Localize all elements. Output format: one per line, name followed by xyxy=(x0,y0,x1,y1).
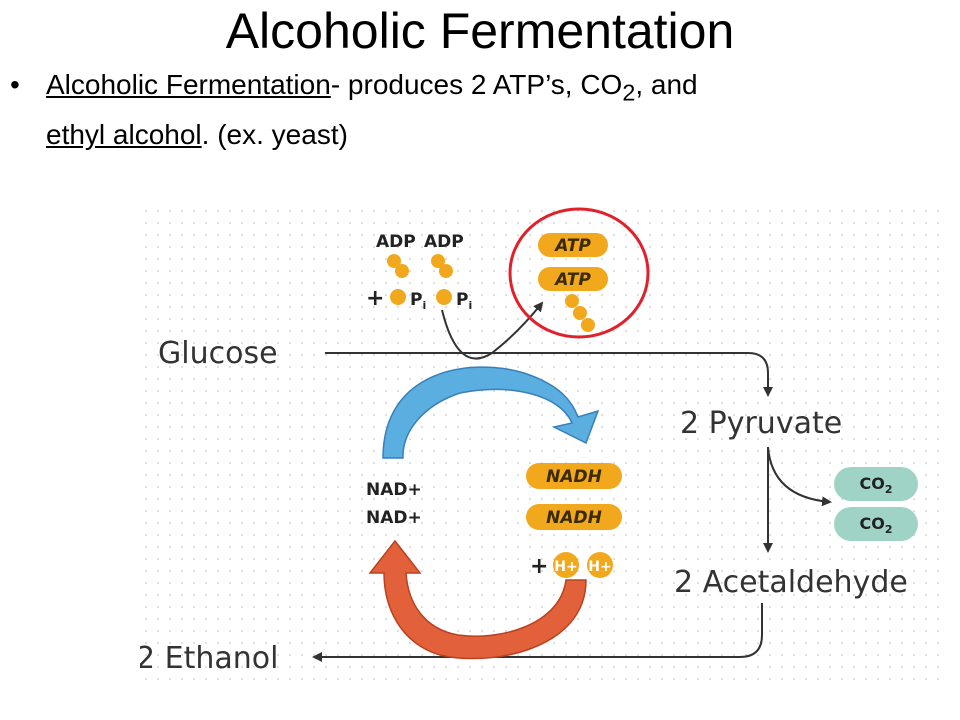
atp-label-2: ATP xyxy=(553,270,591,290)
ethanol-label: 2 Ethanol xyxy=(140,641,278,676)
atp-formation-arrow xyxy=(441,301,544,360)
adp-phosphates-2 xyxy=(431,254,453,278)
bullet-marker: • xyxy=(10,69,20,100)
co2-label-1: CO2 xyxy=(860,474,893,496)
h-ion-label-2: H+ xyxy=(588,559,611,575)
acetaldehyde-to-ethanol-arrow xyxy=(312,603,763,662)
pi-label-1: Pi xyxy=(410,290,426,312)
plus-sign-2: + xyxy=(530,554,548,579)
phosphate-icon-2 xyxy=(436,289,452,305)
term-ethyl-alcohol: ethyl alcohol xyxy=(46,118,202,150)
adp-label-2: ADP xyxy=(424,232,464,252)
dotted-background xyxy=(140,205,940,690)
pi-label-2: Pi xyxy=(456,290,472,312)
term-alcoholic-fermentation: Alcoholic Fermentation xyxy=(46,69,331,100)
atp-label-1: ATP xyxy=(553,236,591,256)
co2-release-arrow xyxy=(767,446,832,507)
bullet-example: . (ex. yeast) xyxy=(201,118,348,150)
nad-label-1: NAD+ xyxy=(366,480,422,500)
co2-badge-2: CO2 xyxy=(834,507,918,541)
slide-title: Alcoholic Fermentation xyxy=(225,3,735,59)
h-ion-label-1: H+ xyxy=(554,559,577,575)
adp-phosphates-1 xyxy=(387,254,409,278)
pyruvate-label: 2 Pyruvate xyxy=(680,406,842,441)
bullet-text: Alcoholic Fermentation- produces 2 ATP’s… xyxy=(46,64,936,156)
glucose-label: Glucose xyxy=(158,336,278,371)
nadh-badge-1: NADH xyxy=(526,463,622,489)
atp-phosphate-tail xyxy=(565,294,595,332)
bullet-description: - produces 2 ATP’s, CO xyxy=(330,69,623,100)
atp-badge-2: ATP xyxy=(538,267,608,291)
nadh-label-2: NADH xyxy=(546,508,602,528)
red-nad-regeneration-arrow xyxy=(368,539,587,660)
fermentation-diagram: ADP ADP + Pi Pi ATP ATP Glucose 2 Pyruva… xyxy=(140,205,940,690)
phosphate-icon-1 xyxy=(390,289,406,305)
nadh-label-1: NADH xyxy=(546,467,602,487)
acetaldehyde-label: 2 Acetaldehyde xyxy=(674,565,908,600)
adp-label-1: ADP xyxy=(376,232,416,252)
hydrogen-ion-1: H+ xyxy=(553,552,579,578)
glucose-to-pyruvate-arrow xyxy=(325,352,773,397)
bullet-and: , and xyxy=(635,69,698,100)
atp-badge-1: ATP xyxy=(538,233,608,257)
co2-subscript: 2 xyxy=(622,79,636,106)
nadh-badge-2: NADH xyxy=(526,504,622,530)
co2-label-2: CO2 xyxy=(860,514,893,536)
co2-badge-1: CO2 xyxy=(834,467,918,501)
plus-sign-1: + xyxy=(366,286,384,311)
blue-nad-reduction-arrow xyxy=(382,366,600,459)
hydrogen-ion-2: H+ xyxy=(587,552,613,578)
atp-highlight-circle xyxy=(508,207,650,339)
nad-label-2: NAD+ xyxy=(366,508,422,528)
